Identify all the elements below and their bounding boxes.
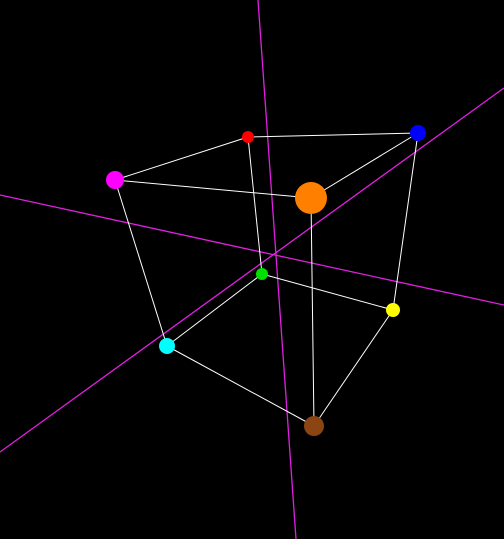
cube-edge: [310, 197, 315, 427]
cube-edge: [310, 132, 419, 199]
cube-vertices-layer: [106, 125, 426, 436]
cube-edge: [166, 273, 263, 347]
orange-vertex[interactable]: [295, 182, 327, 214]
cube-edges-layer: [114, 132, 419, 427]
cube-edge: [166, 345, 315, 427]
axis-b-line: [0, 194, 504, 306]
cube-edge: [261, 273, 394, 311]
cube-edge: [392, 132, 419, 311]
blue-vertex[interactable]: [410, 125, 426, 141]
cyan-vertex[interactable]: [159, 338, 175, 354]
green-vertex[interactable]: [256, 268, 268, 280]
axis-c-line: [0, 87, 504, 453]
yellow-vertex[interactable]: [386, 303, 400, 317]
magenta-vertex[interactable]: [106, 171, 124, 189]
cube-edge: [114, 136, 249, 181]
axis-a-line: [257, 0, 297, 539]
cube-edge: [247, 136, 263, 275]
red-vertex[interactable]: [242, 131, 254, 143]
cube-edge: [114, 179, 312, 199]
cube-edge: [247, 132, 419, 138]
cube-edge: [313, 309, 394, 427]
brown-vertex[interactable]: [304, 416, 324, 436]
cube-edge: [114, 179, 168, 347]
